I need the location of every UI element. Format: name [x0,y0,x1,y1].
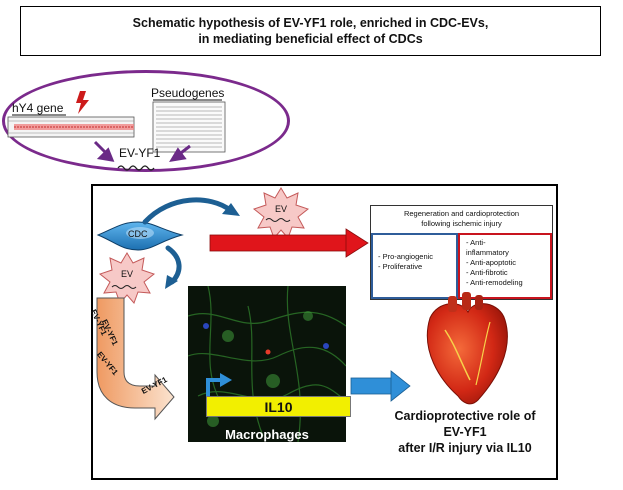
conclusion-text: Cardioprotective role of EV-YF1 after I/… [372,408,558,456]
protective-list: - Anti- inflammatory - Anti-apoptotic - … [466,238,523,288]
ev-label-left: EV [121,269,134,279]
cdc-cell-icon [96,221,184,251]
purple-arrow-right [169,144,191,163]
lightning-icon [76,91,89,114]
protective-box [458,233,552,299]
ev-yf1-product-label: EV-YF1 [119,146,161,160]
il10-bar: IL10 [206,396,351,417]
conclusion-line-2: EV-YF1 [443,425,487,439]
pro-regenerative-list: - Pro-angiogenic - Proliferative [378,252,433,272]
list-item: - Anti-fibrotic [466,268,508,277]
list-item: inflammatory [466,248,509,257]
pseudogenes-alignment-icon [152,101,226,153]
list-item: - Anti-remodeling [466,278,523,287]
curved-arrow-cdc-to-left-ev [165,245,182,289]
main-diagram-frame [91,184,558,480]
macrophages-label: Macrophages [225,427,309,442]
ev-yf1-bent-arrow [96,297,175,421]
heart-icon [426,292,508,405]
list-item: - Anti- [466,238,486,247]
list-item: - Proliferative [378,262,423,271]
gene-sequence-icon [7,114,135,138]
title-box: Schematic hypothesis of EV-YF1 role, enr… [20,6,601,56]
ev-vesicle-top-icon [252,187,310,239]
purple-arrow-left [93,140,115,162]
outcome-title-line-1: Regeneration and cardioprotection [403,209,520,218]
red-arrow-to-outcomes [209,228,369,258]
title-line-2: in mediating beneficial effect of CDCs [198,32,423,46]
gene-oval [2,70,290,172]
outcome-title-line-2: following ischemic injury [421,219,502,228]
outcome-title: Regeneration and cardioprotection follow… [372,209,551,229]
conclusion-line-3: after I/R injury via IL10 [398,441,532,455]
hy4-gene-label: hY4 gene [12,101,64,115]
pro-regenerative-box [371,233,458,299]
conclusion-line-1: Cardioprotective role of [394,409,536,423]
outcome-box [370,205,553,300]
ev-vesicle-left-icon [98,252,156,304]
curved-arrow-cdc-to-ev [142,197,240,225]
list-item: - Pro-angiogenic [378,252,434,261]
ev-yf1-rna-icon [117,165,155,171]
list-item: - Anti-apoptotic [466,258,517,267]
pseudogenes-label: Pseudogenes [151,86,225,100]
title-line-1: Schematic hypothesis of EV-YF1 role, enr… [132,16,489,30]
cdc-label: CDC [128,229,148,239]
blue-arrow-to-heart [350,370,411,402]
il10-label: IL10 [264,398,293,415]
blue-l-arrow-il10 [206,373,232,400]
ev-label-top: EV [275,204,288,214]
